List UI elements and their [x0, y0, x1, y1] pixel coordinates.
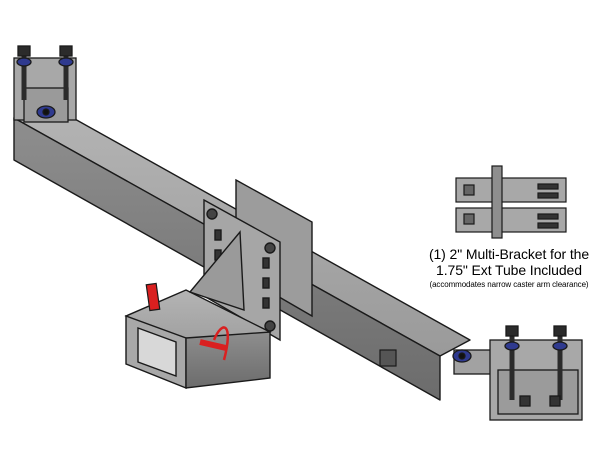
right-mount-bracket — [452, 325, 583, 421]
left-mount-bracket — [13, 45, 77, 123]
caption-line-2: 1.75" Ext Tube Included — [436, 262, 582, 278]
multi-bracket-illustration — [455, 165, 567, 239]
hitch-pin — [145, 282, 229, 361]
multi-bracket-caption: (1) 2" Multi-Bracket for the 1.75" Ext T… — [420, 246, 598, 291]
caption-note: (accommodates narrow caster arm clearanc… — [429, 280, 589, 289]
caption-line-1: (1) 2" Multi-Bracket for the — [428, 246, 590, 262]
adjustment-knob — [379, 349, 397, 367]
